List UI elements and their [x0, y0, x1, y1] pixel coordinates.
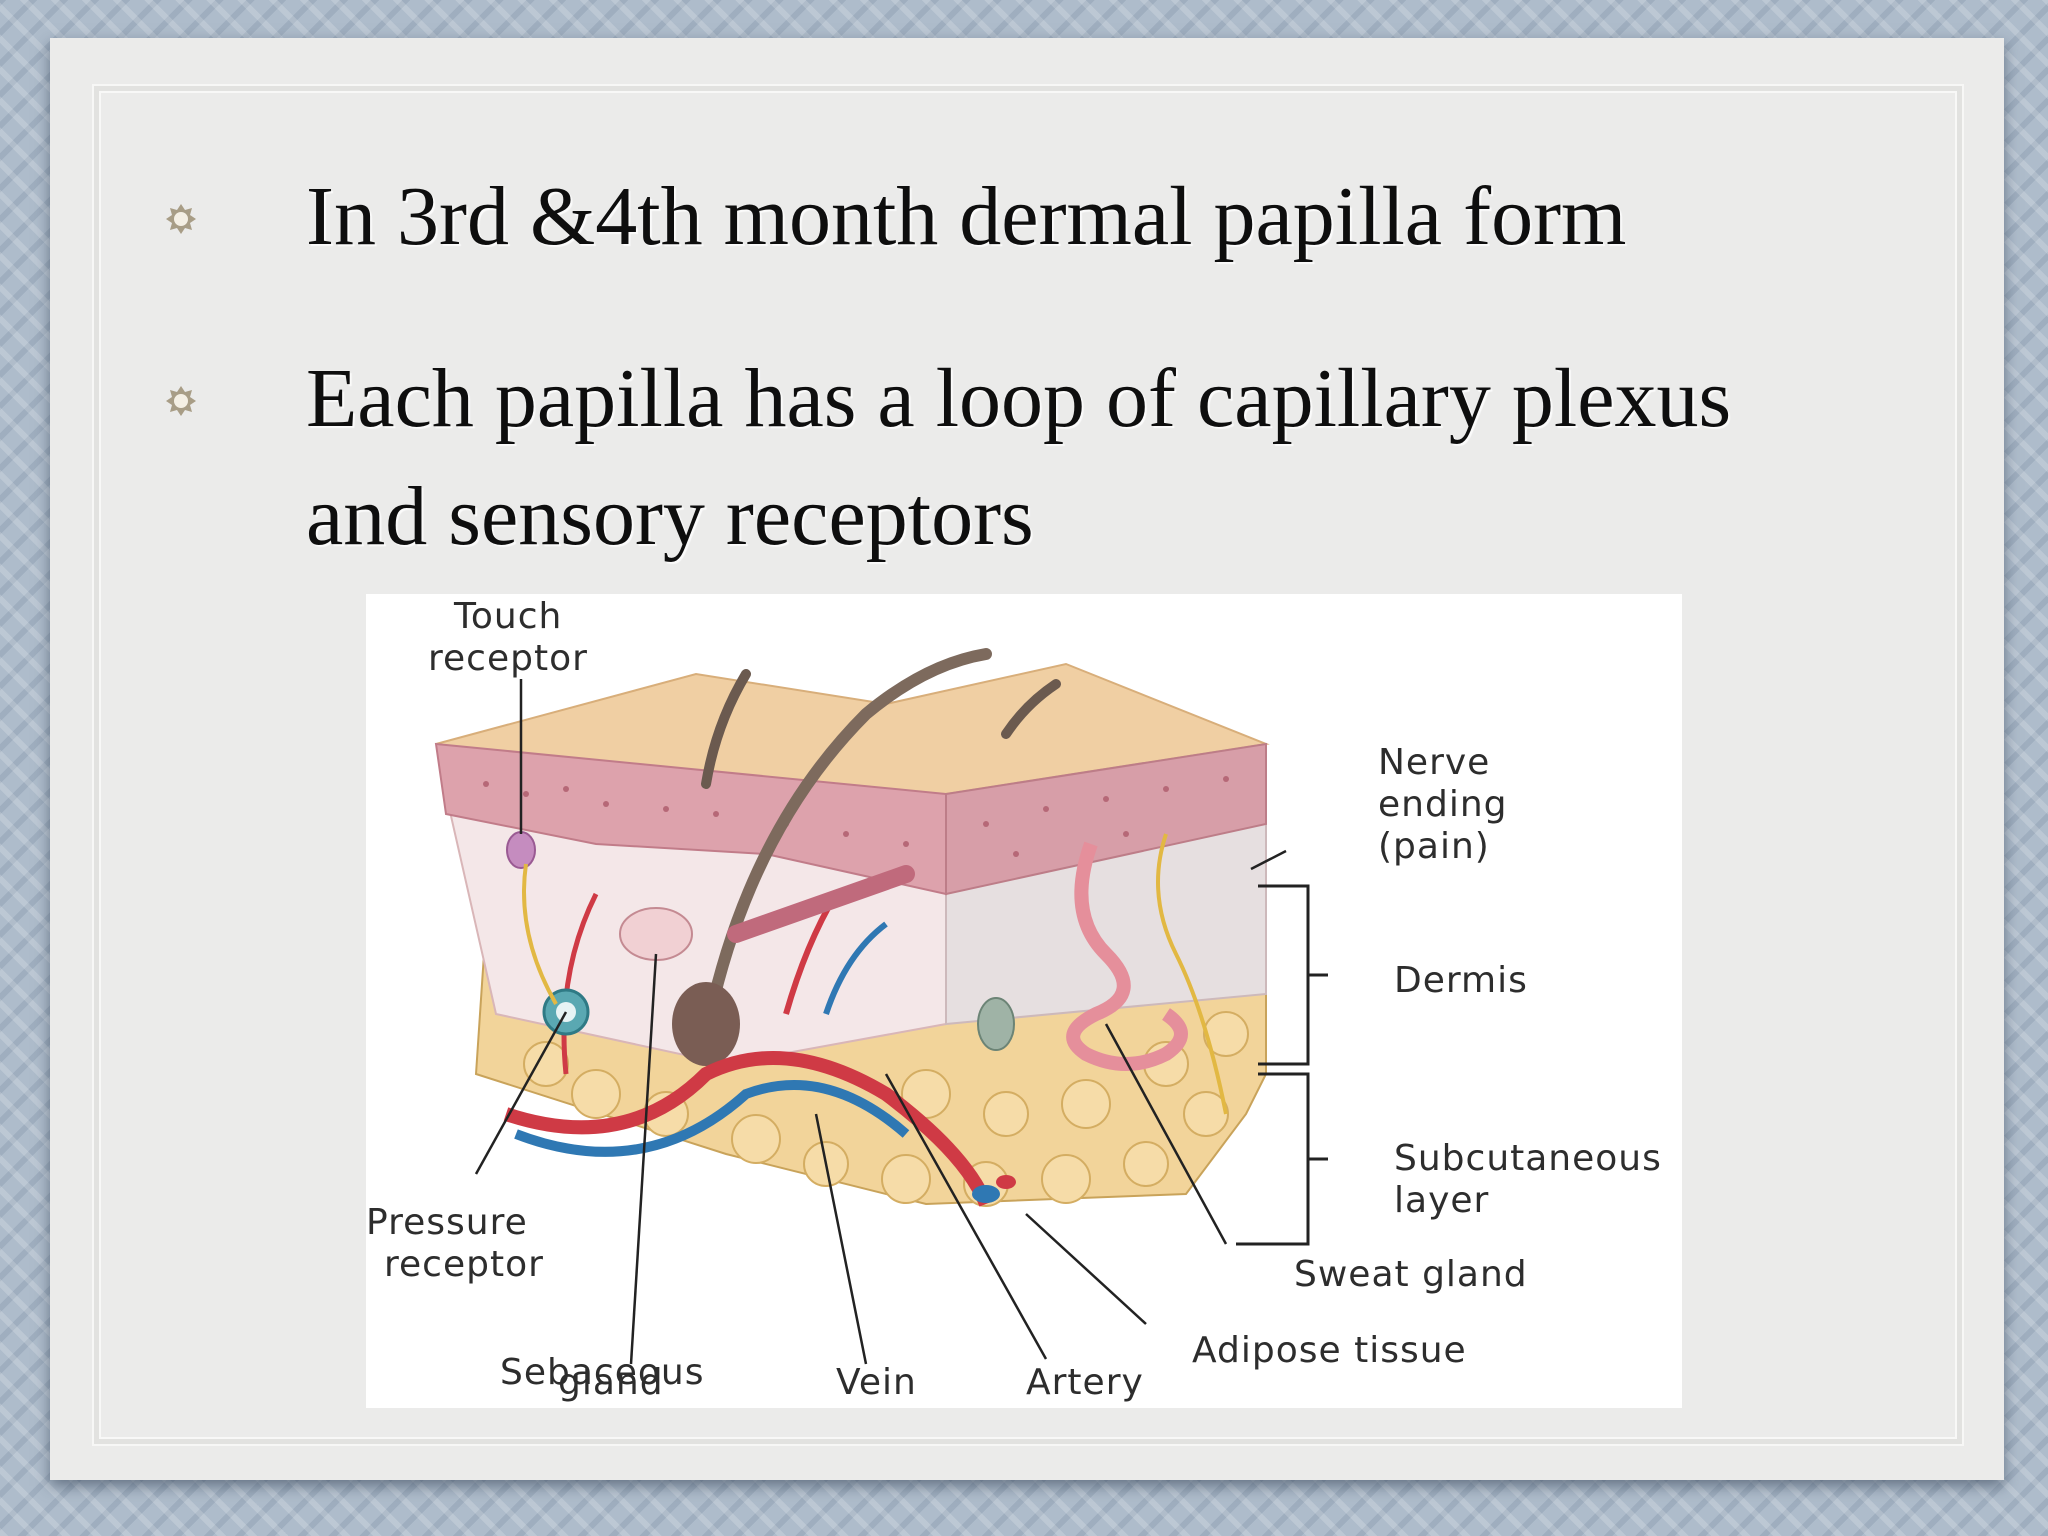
label-touch-receptor-1: Touch: [453, 596, 562, 637]
bullet-text-2-line-1: Each papilla has a loop of capillary ple…: [306, 352, 1732, 445]
label-pressure-2: receptor: [384, 1244, 544, 1285]
label-sebaceous-2-overlay: gland: [558, 1362, 664, 1403]
label-nerve-ending-3: (pain): [1378, 826, 1490, 867]
label-subcutaneous-1: Subcutaneous: [1394, 1138, 1662, 1179]
label-sebaceous-1: Sebaceous: [500, 1352, 704, 1393]
bullet-gear-icon: [166, 204, 196, 234]
label-nerve-ending-1: Nerve: [1378, 742, 1490, 783]
skin-cross-section-illustration: Touch receptor Nerve ending (pain) Dermi…: [366, 596, 1662, 1403]
bullet-text-2-line-2: and sensory receptors: [306, 470, 1034, 563]
bullet-text-1: In 3rd &4th month dermal papilla form: [306, 170, 1627, 263]
label-artery: Artery: [1026, 1362, 1144, 1403]
label-sweat-gland: Sweat gland: [1294, 1254, 1528, 1295]
label-nerve-ending-2: ending: [1378, 784, 1508, 825]
label-pressure-1: Pressure: [366, 1202, 528, 1243]
label-adipose-tissue: Adipose tissue: [1192, 1330, 1467, 1371]
slide: In 3rd &4th month dermal papilla form Ea…: [50, 38, 2004, 1480]
skin-diagram: Touch receptor Nerve ending (pain) Dermi…: [366, 594, 1682, 1408]
label-vein: Vein: [836, 1362, 917, 1403]
bullet-gear-icon: [166, 386, 196, 416]
label-touch-receptor-2: receptor: [428, 638, 588, 679]
slide-frame: [92, 84, 1964, 1446]
label-dermis: Dermis: [1394, 960, 1528, 1001]
label-subcutaneous-2: layer: [1394, 1180, 1489, 1221]
